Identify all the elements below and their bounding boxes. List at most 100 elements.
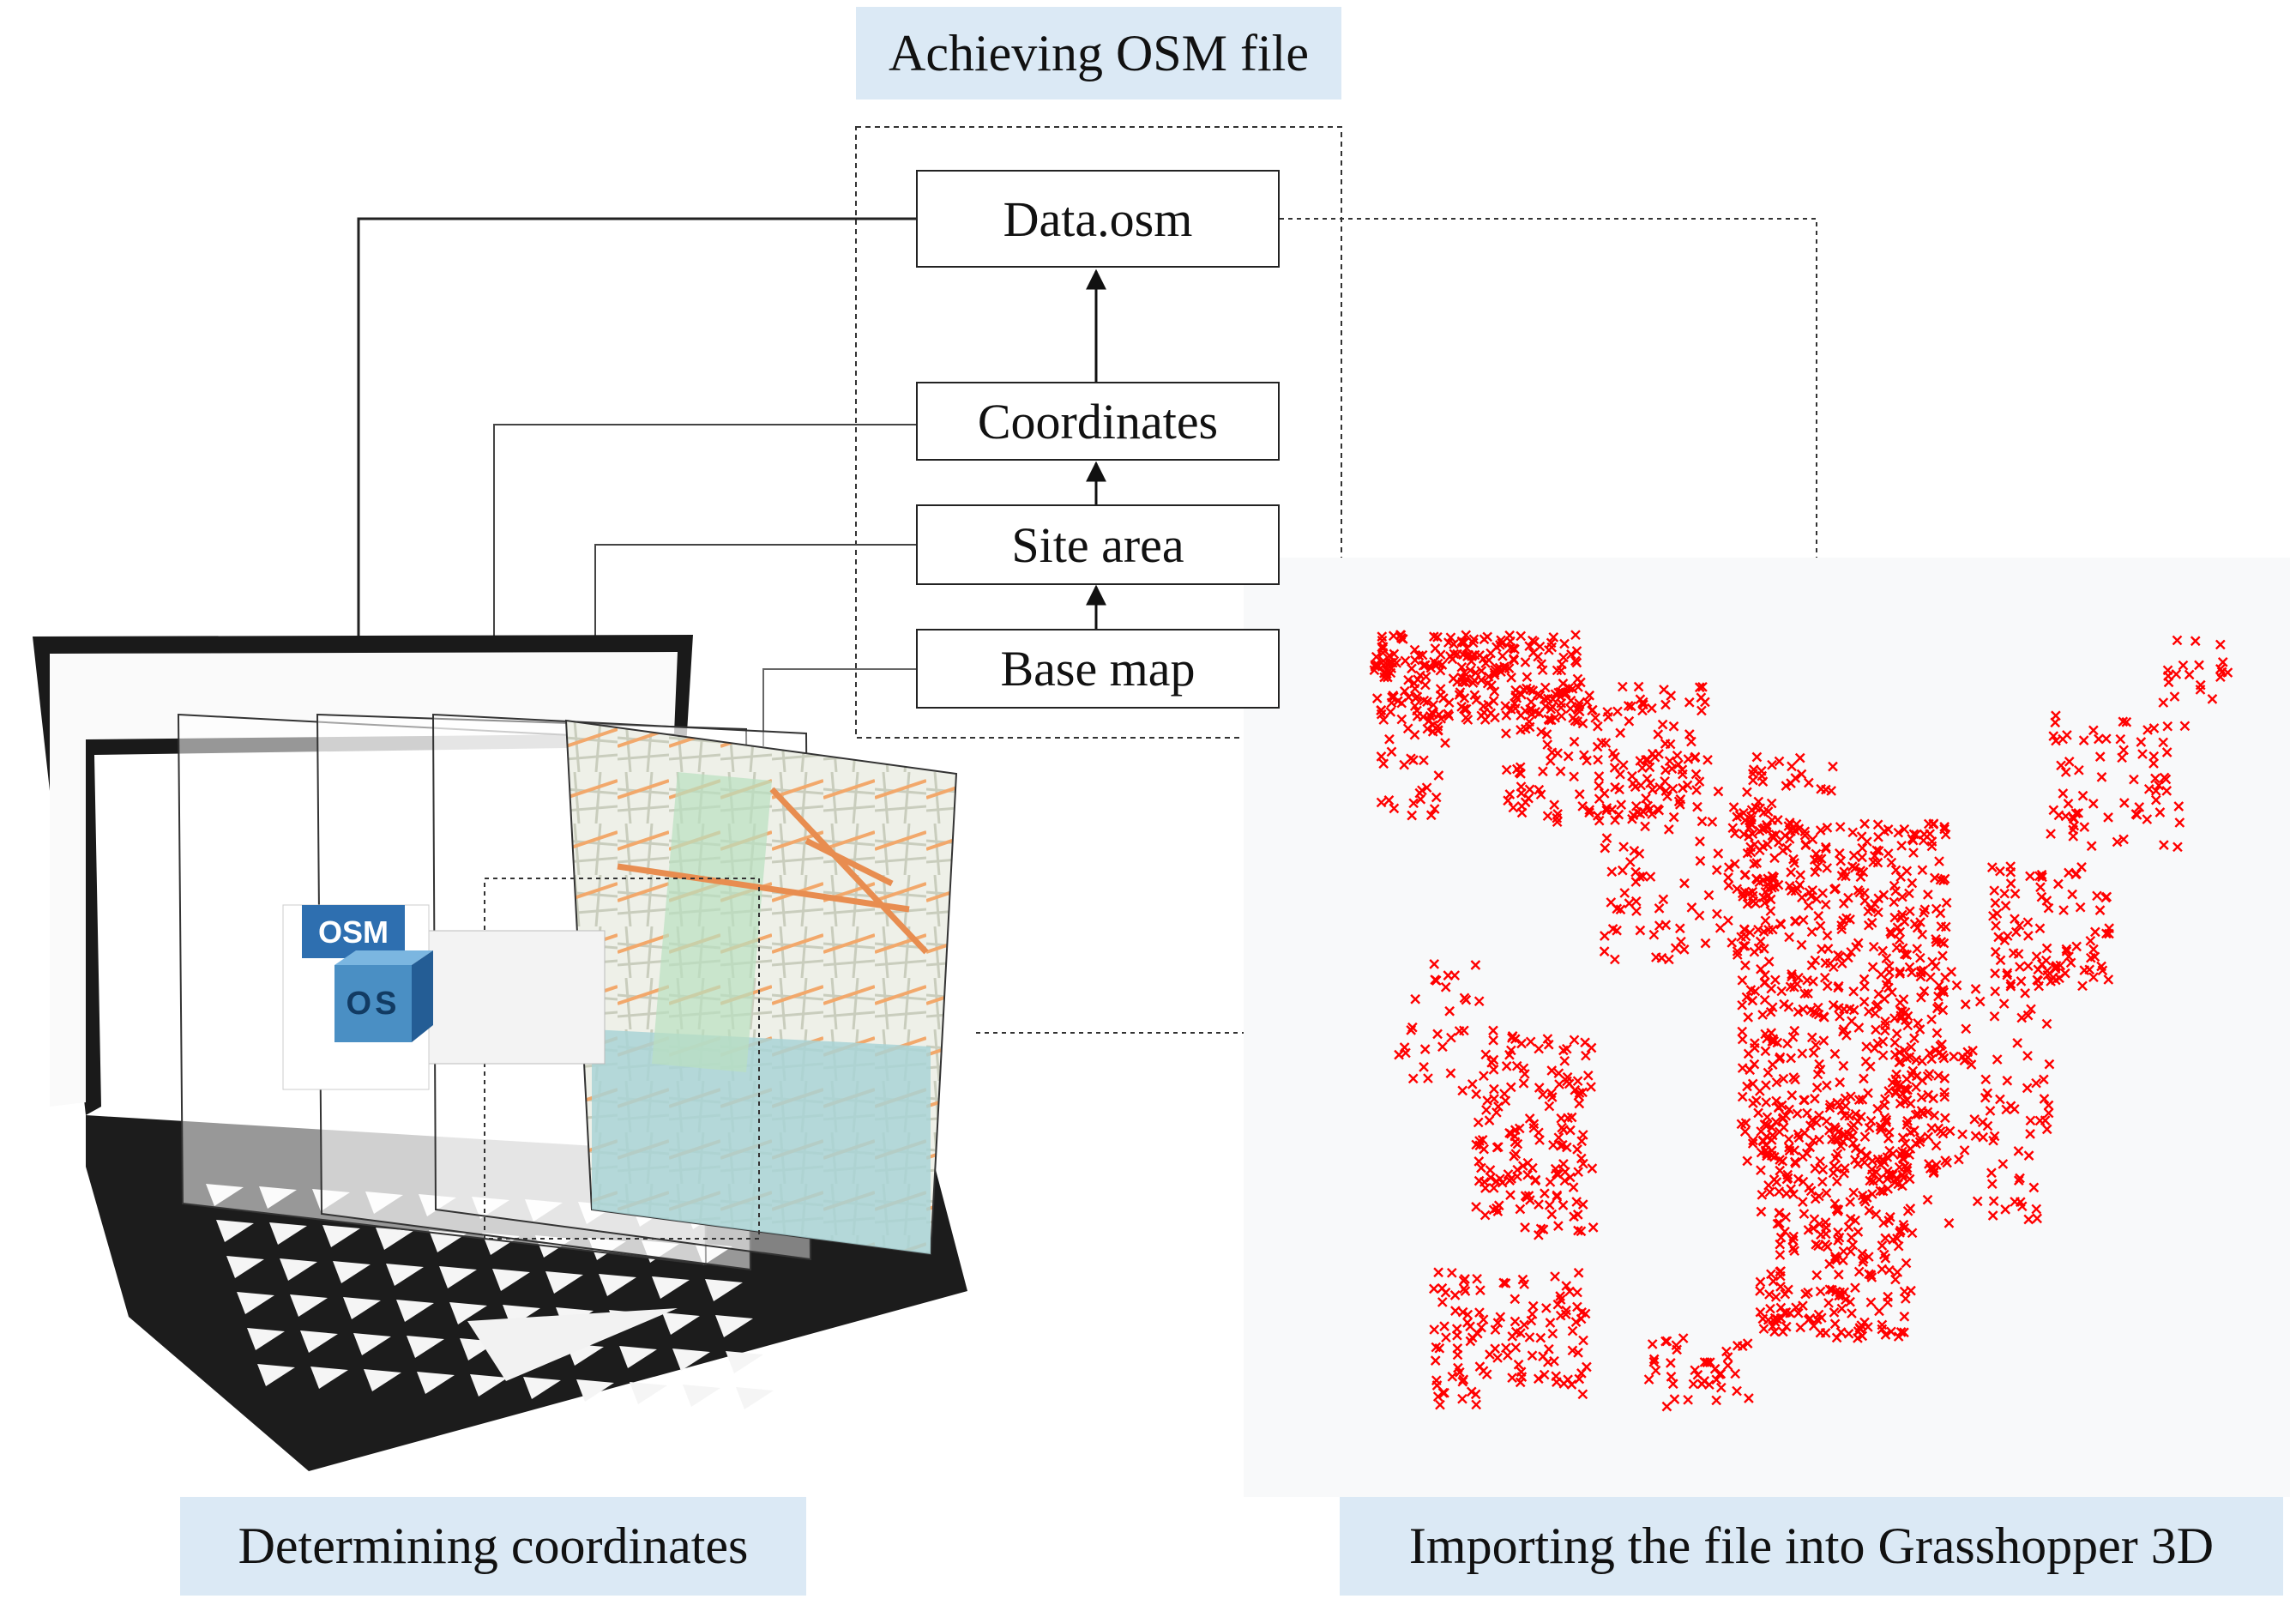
point-marker	[1542, 1034, 1553, 1044]
point-marker	[1766, 1145, 1777, 1156]
point-marker	[1843, 1328, 1854, 1339]
point-marker	[1504, 630, 1515, 641]
point-marker	[1432, 1029, 1443, 1040]
osm-file-icon	[302, 905, 433, 1042]
point-marker	[1757, 1189, 1768, 1200]
point-marker	[1737, 1026, 1748, 1037]
point-marker	[1765, 1303, 1775, 1314]
point-marker	[1829, 1318, 1841, 1330]
point-marker	[1934, 856, 1944, 866]
point-marker	[1917, 865, 1928, 876]
point-marker	[1569, 1211, 1579, 1222]
point-marker	[2103, 974, 2114, 985]
keyboard-key	[247, 1328, 285, 1350]
point-marker	[1813, 1240, 1823, 1252]
point-marker	[2150, 773, 2160, 784]
point-marker	[1813, 854, 1823, 864]
point-marker	[1678, 944, 1690, 955]
point-marker	[1594, 815, 1605, 826]
point-marker	[1923, 1131, 1934, 1143]
point-marker	[1403, 674, 1413, 685]
point-marker	[1751, 858, 1763, 868]
point-marker	[1400, 655, 1411, 667]
point-marker	[1770, 974, 1781, 986]
point-marker	[1839, 1168, 1849, 1179]
point-marker	[1740, 960, 1751, 971]
point-marker	[1877, 1050, 1889, 1061]
point-marker	[1888, 1149, 1898, 1159]
point-marker	[1899, 949, 1910, 960]
point-marker	[2115, 733, 2126, 745]
point-marker	[1904, 888, 1914, 899]
point-marker	[1847, 861, 1858, 872]
point-marker	[1821, 1116, 1832, 1126]
point-marker	[1812, 1069, 1823, 1080]
point-marker	[2015, 962, 2025, 972]
point-marker	[1815, 920, 1826, 932]
point-marker	[1897, 1006, 1907, 1017]
point-marker	[1796, 769, 1807, 780]
point-marker	[1781, 1212, 1791, 1222]
point-marker	[2010, 926, 2022, 938]
point-marker	[1815, 1155, 1825, 1167]
point-marker	[2179, 721, 2191, 732]
point-marker	[1924, 1159, 1934, 1169]
point-marker	[1859, 996, 1870, 1007]
point-marker	[1866, 1164, 1877, 1175]
point-marker	[1908, 848, 1919, 858]
keyboard-key	[290, 1294, 328, 1317]
point-marker	[1615, 727, 1626, 739]
point-marker	[1572, 673, 1583, 685]
point-marker	[2096, 772, 2107, 782]
dotted-arrow-to-grasshopper	[1280, 218, 1823, 594]
point-marker	[1527, 1162, 1538, 1174]
point-marker	[2020, 988, 2030, 999]
point-marker	[1863, 1088, 1873, 1099]
point-marker	[2194, 660, 2204, 671]
keyboard-key	[407, 1336, 444, 1358]
point-marker	[1555, 1294, 1566, 1305]
point-marker	[1890, 1274, 1901, 1285]
point-marker	[1573, 1267, 1584, 1278]
point-marker	[1624, 898, 1635, 908]
point-marker	[2009, 1104, 2020, 1114]
point-marker	[1793, 1006, 1804, 1017]
point-marker	[1745, 1065, 1756, 1076]
point-marker	[1376, 797, 1387, 808]
point-marker	[1558, 652, 1569, 663]
point-marker	[1647, 703, 1657, 714]
point-marker	[1931, 1160, 1942, 1170]
point-marker	[1558, 1200, 1569, 1210]
point-marker	[1838, 1255, 1848, 1266]
point-marker	[1868, 941, 1879, 952]
point-marker	[1385, 707, 1396, 717]
point-marker	[2064, 951, 2074, 962]
point-marker	[1558, 678, 1569, 689]
point-marker	[1572, 1144, 1582, 1155]
point-marker	[1929, 1110, 1940, 1121]
keyboard-key	[736, 1387, 774, 1409]
point-marker	[2026, 1004, 2036, 1015]
point-marker	[2094, 905, 2106, 915]
point-marker	[1436, 713, 1447, 724]
point-marker	[1748, 896, 1759, 907]
point-marker	[1450, 1306, 1461, 1317]
point-marker	[1528, 1119, 1540, 1130]
point-marker	[1515, 1204, 1526, 1215]
point-marker	[2137, 749, 2148, 759]
point-marker	[1805, 1142, 1816, 1153]
step-base-map: Base map	[916, 629, 1280, 709]
point-marker	[2094, 733, 2104, 745]
point-marker	[1957, 1129, 1968, 1140]
point-marker	[1541, 729, 1552, 739]
point-marker	[1565, 703, 1576, 714]
point-marker	[1755, 1286, 1765, 1296]
point-marker	[1553, 1132, 1564, 1143]
point-marker	[1866, 1272, 1877, 1282]
point-marker	[1697, 681, 1708, 692]
point-marker	[1840, 1093, 1851, 1104]
point-marker	[1905, 1204, 1916, 1214]
point-marker	[1569, 736, 1580, 747]
point-marker	[1376, 705, 1386, 715]
point-marker	[1396, 714, 1407, 725]
